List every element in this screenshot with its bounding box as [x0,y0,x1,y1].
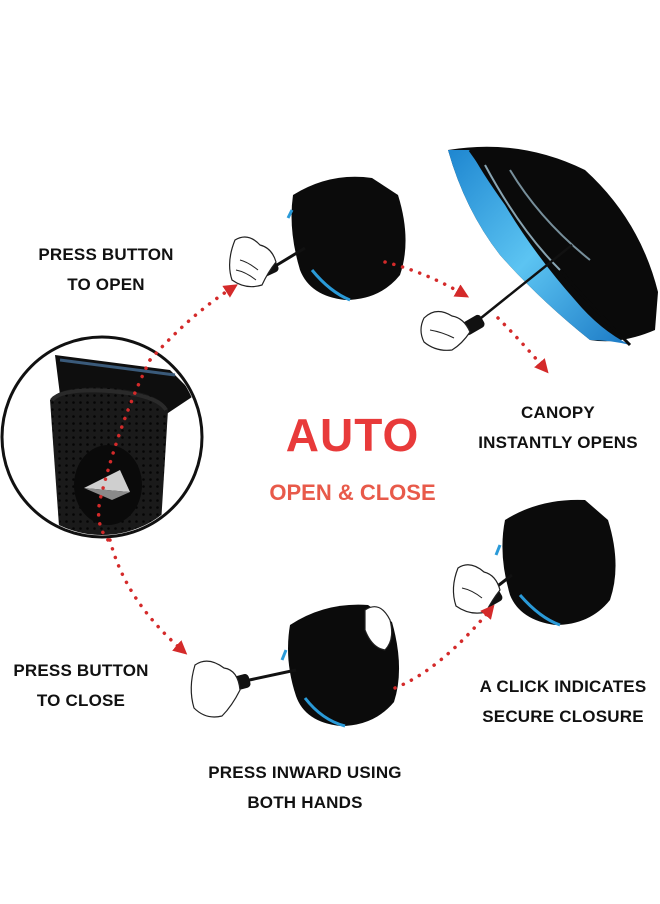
label-press-button-to-close: PRESS BUTTON TO CLOSE [6,656,156,716]
label-canopy-line2: INSTANTLY OPENS [478,433,638,452]
arrow-canopy-down [496,316,549,374]
closed-umbrella-top-icon [229,176,406,302]
label-click-indicates-closure: A CLICK INDICATES SECURE CLOSURE [470,672,656,732]
flow-arrows [96,260,549,690]
label-press-button-to-open: PRESS BUTTON TO OPEN [26,240,186,300]
label-inward-line2: BOTH HANDS [247,793,363,812]
label-close-line1: PRESS BUTTON [13,661,149,680]
closing-umbrella-center-icon [190,604,400,728]
label-press-inward-both-hands: PRESS INWARD USING BOTH HANDS [195,758,415,818]
label-inward-line1: PRESS INWARD USING [208,763,402,782]
arrow-to-closure [393,604,495,690]
label-open-line2: TO OPEN [67,275,145,294]
open-umbrella-icon [420,146,658,351]
label-click-line2: SECURE CLOSURE [482,707,644,726]
label-close-line2: TO CLOSE [36,691,126,710]
label-open-line1: PRESS BUTTON [38,245,174,264]
closing-umbrella-right-icon [452,499,616,627]
arrow-to-canopy [383,260,470,298]
label-canopy-instantly-opens: CANOPY INSTANTLY OPENS [470,398,646,458]
main-title: AUTO [285,409,420,461]
main-subtitle: OPEN & CLOSE [269,480,436,505]
arrow-to-open [148,284,238,362]
handle-closeup [0,335,204,539]
label-click-line1: A CLICK INDICATES [479,677,647,696]
arrow-handle-down [108,538,188,655]
label-canopy-line1: CANOPY [521,403,595,422]
